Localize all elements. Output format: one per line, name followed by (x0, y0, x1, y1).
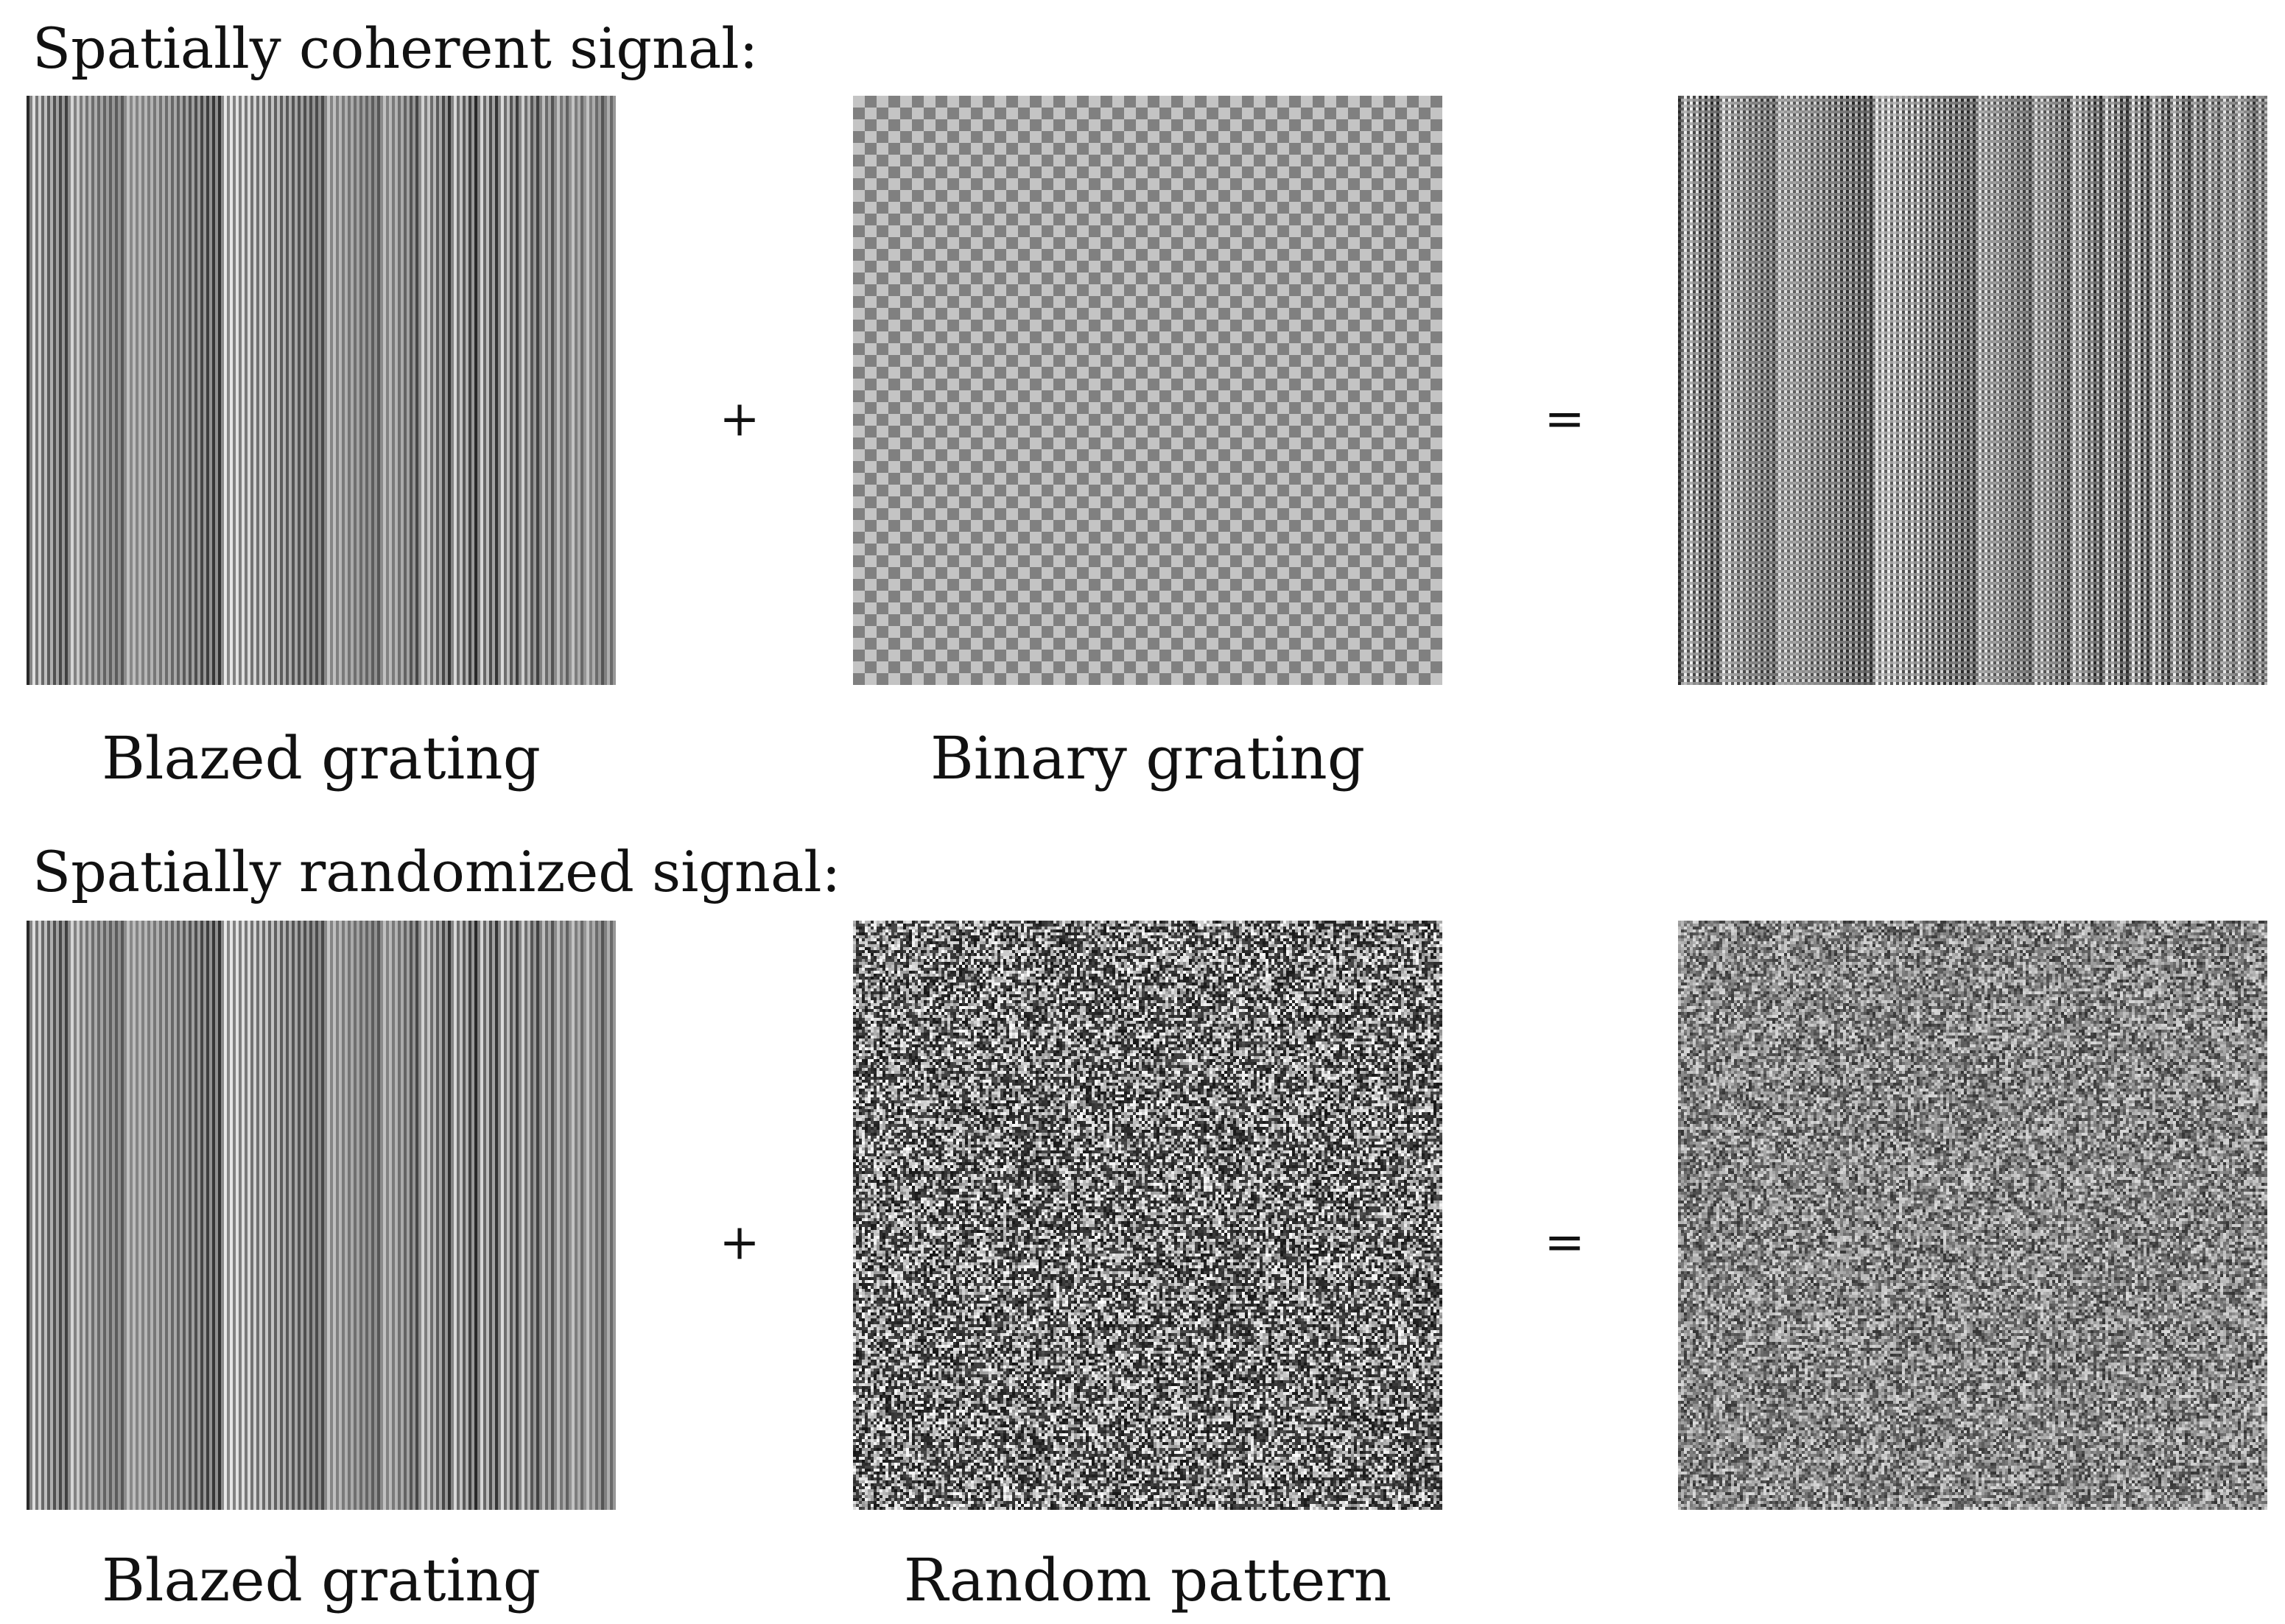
binary-grating-caption: Binary grating (930, 724, 1366, 792)
equals-operator: = (1544, 1214, 1585, 1270)
random-pattern-caption: Random pattern (903, 1546, 1392, 1614)
blazed-grating-caption: Blazed grating (102, 724, 541, 792)
blazed-grating-image (27, 96, 616, 685)
row2-heading: Spatially randomized signal: (32, 839, 841, 904)
plus-operator: + (719, 1214, 760, 1270)
random-pattern-image (853, 921, 1442, 1510)
blazed-grating-caption: Blazed grating (102, 1546, 541, 1614)
binary-grating-image (853, 96, 1442, 685)
coherent-sum-image (1678, 96, 2267, 685)
row1-heading: Spatially coherent signal: (32, 15, 759, 81)
randomized-sum-image (1678, 921, 2267, 1510)
equals-operator: = (1544, 390, 1585, 447)
plus-operator: + (719, 390, 760, 447)
blazed-grating-image (27, 921, 616, 1510)
